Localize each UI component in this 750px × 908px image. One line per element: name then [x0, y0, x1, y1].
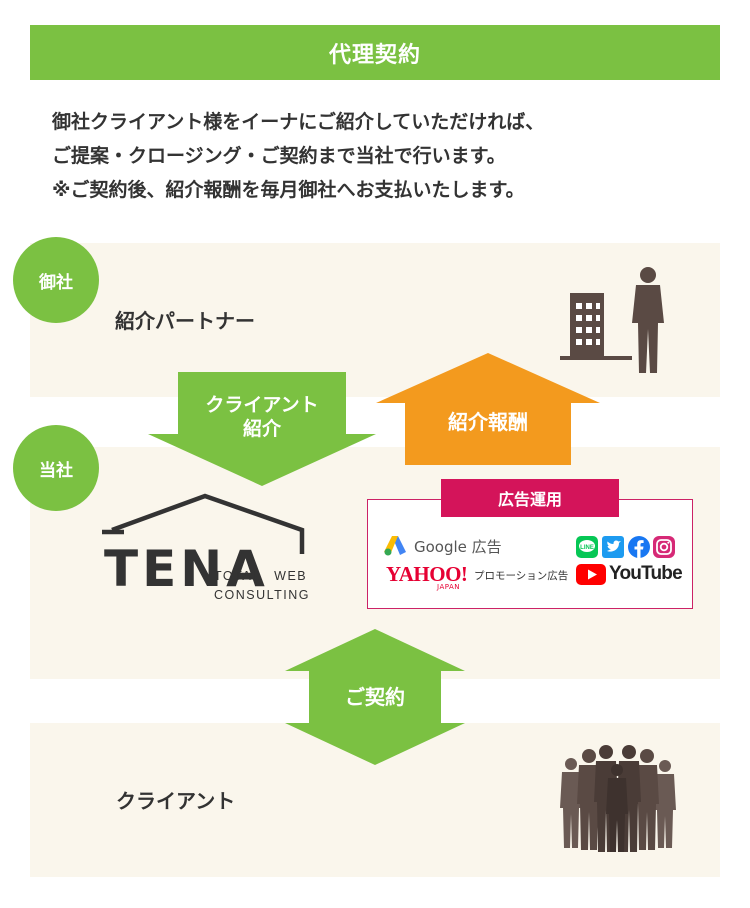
tena-logo-sub2: CONSULTING	[214, 588, 311, 602]
client-label: クライアント	[116, 789, 236, 813]
instagram-icon	[653, 536, 675, 558]
svg-text:LINE: LINE	[580, 545, 594, 551]
google-ads-icon	[384, 536, 406, 556]
client-referral-arrow	[148, 372, 376, 486]
client-referral-label: クライアント 紹介	[205, 394, 319, 440]
yahoo-logo: YAHOO!	[386, 562, 468, 586]
company-badge: 当社	[13, 425, 99, 511]
referral-fee-label: 紹介報酬	[448, 410, 528, 434]
social-icons: LINE	[576, 536, 675, 558]
referral-fee-arrow	[376, 353, 600, 465]
tena-logo-sub1: TOTAL WEB	[214, 569, 308, 583]
client-crowd-icon	[560, 745, 676, 852]
google-ads-label: Google 広告	[414, 538, 502, 556]
partner-badge: 御社	[13, 237, 99, 323]
youtube-label: YouTube	[609, 563, 683, 584]
intro-line-1: 御社クライアント様をイーナにご紹介していただければ、	[52, 111, 545, 133]
businessman-building-icon	[560, 267, 664, 373]
facebook-icon	[628, 536, 650, 558]
intro-text: 御社クライアント様をイーナにご紹介していただければ、 ご提案・クロージング・ご契…	[52, 105, 732, 207]
ad-operation-tag: 広告運用	[441, 479, 619, 517]
partner-band	[30, 243, 720, 397]
line-icon: LINE	[576, 536, 598, 558]
partner-label: 紹介パートナー	[115, 309, 255, 333]
twitter-icon	[602, 536, 624, 558]
tena-logo-text: TENA	[104, 540, 269, 598]
youtube-icon	[576, 564, 606, 585]
intro-line-2: ご提案・クロージング・ご契約まで当社で行います。	[52, 145, 506, 167]
intro-line-3: ※ご契約後、紹介報酬を毎月御社へお支払いたします。	[52, 179, 525, 201]
contract-label: ご契約	[345, 685, 405, 709]
section-title: 代理契約	[30, 25, 720, 80]
yahoo-logo-sub: JAPAN	[437, 583, 461, 591]
yahoo-promo-label: プロモーション広告	[474, 570, 569, 582]
contract-arrow	[285, 629, 465, 765]
tena-logo	[102, 493, 305, 554]
